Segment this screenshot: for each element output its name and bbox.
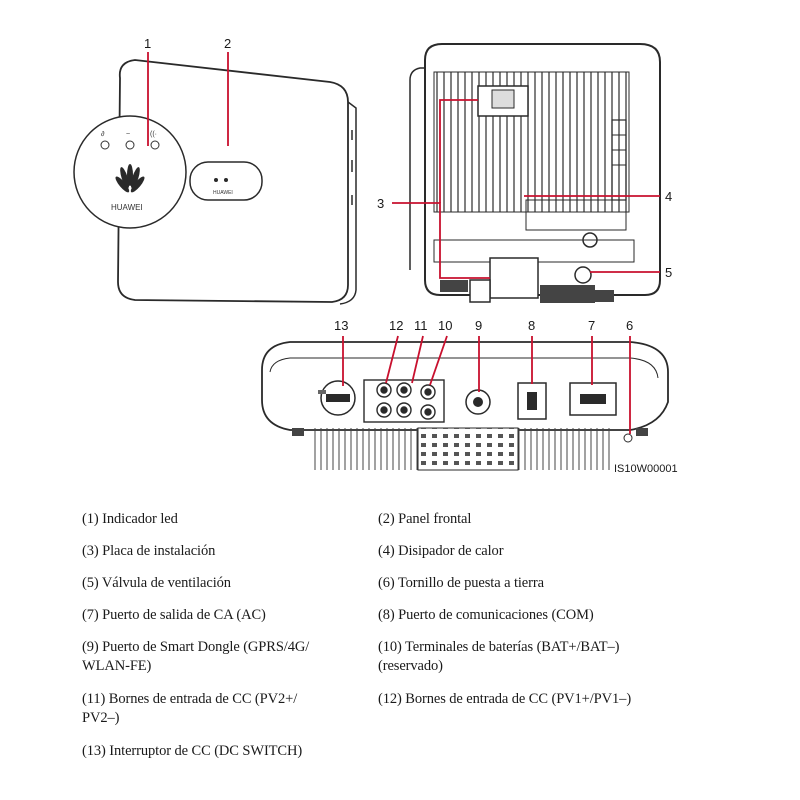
- svg-text:~: ~: [126, 131, 130, 138]
- pv-terminals: [363, 379, 445, 423]
- front-view: HUAWEI ∂ ~ ((· HUAWEI: [73, 59, 357, 305]
- huawei-logo: [115, 164, 145, 193]
- callout-6: 6: [626, 318, 633, 333]
- callout-numbers: 1 2 3 4 5 6 7 8 9 10 11 12 13: [144, 36, 672, 333]
- mounting-bracket: [489, 257, 539, 299]
- callout-2: 2: [224, 36, 231, 51]
- callout-lines: [147, 52, 660, 434]
- callout-9: 9: [475, 318, 482, 333]
- legend-item-11: (11) Bornes de entrada de CC (PV2+/ PV2–…: [82, 690, 297, 728]
- callout-8: 8: [528, 318, 535, 333]
- callout-5: 5: [665, 265, 672, 280]
- legend-item-5: (5) Válvula de ventilación: [82, 575, 231, 591]
- legend-item-2: (2) Panel frontal: [378, 511, 472, 527]
- legend-item-3: (3) Placa de instalación: [82, 543, 216, 559]
- svg-text:HUAWEI: HUAWEI: [213, 190, 233, 196]
- legend-item-8: (8) Puerto de comunicaciones (COM): [378, 607, 594, 623]
- callout-4: 4: [665, 189, 672, 204]
- legend-item-10-line-2: (reservado): [378, 658, 443, 674]
- legend-item-13: (13) Interruptor de CC (DC SWITCH): [82, 743, 303, 759]
- vent-valve: [574, 266, 592, 284]
- svg-text:((·: ((·: [150, 131, 157, 138]
- bottom-view: [261, 341, 669, 471]
- legend-item-10-line-1: (10) Terminales de baterías (BAT+/BAT–): [378, 639, 620, 655]
- callout-7: 7: [588, 318, 595, 333]
- legend-item-12: (12) Bornes de entrada de CC (PV1+/PV1–): [378, 691, 632, 707]
- inverter-diagram: HUAWEI ∂ ~ ((· HUAWEI: [73, 36, 678, 475]
- legend-item-9: (9) Puerto de Smart Dongle (GPRS/4G/ WLA…: [82, 638, 309, 676]
- callout-13: 13: [334, 318, 348, 333]
- legend-item-4: (4) Disipador de calor: [378, 543, 504, 559]
- legend-item-9-line-1: (9) Puerto de Smart Dongle (GPRS/4G/: [82, 639, 310, 655]
- callout-12: 12: [389, 318, 403, 333]
- legend-item-1: (1) Indicador led: [82, 511, 178, 527]
- callout-1: 1: [144, 36, 151, 51]
- ground-screw: [623, 433, 633, 443]
- led-indicator-icons: ∂ ~ ((·: [100, 131, 160, 150]
- svg-text:∂: ∂: [101, 131, 105, 138]
- figure-code: IS10W00001: [614, 463, 678, 475]
- legend-item-10: (10) Terminales de baterías (BAT+/BAT–) …: [378, 638, 698, 676]
- legend-item-11-line-2: PV2–): [82, 710, 120, 726]
- legend-item-11-line-1: (11) Bornes de entrada de CC (PV2+/: [82, 691, 298, 707]
- callout-11: 11: [414, 318, 428, 333]
- brand-text: HUAWEI: [111, 203, 143, 212]
- legend-item-9-line-2: WLAN-FE): [82, 658, 152, 674]
- legend-item-6: (6) Tornillo de puesta a tierra: [378, 575, 544, 591]
- callout-3: 3: [377, 196, 384, 211]
- callout-10: 10: [438, 318, 452, 333]
- heat-sink-fins: [434, 72, 629, 212]
- legend-item-7: (7) Puerto de salida de CA (AC): [82, 607, 266, 623]
- rear-view: [409, 43, 661, 303]
